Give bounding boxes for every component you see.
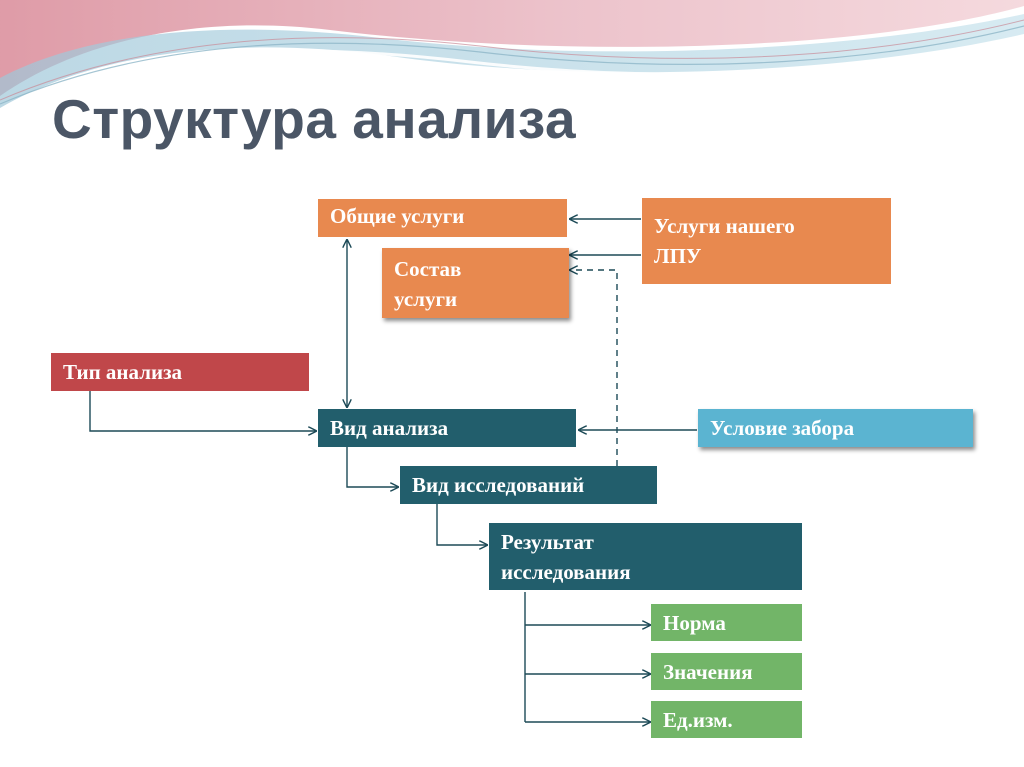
box-vid-issledovaniy-label: Вид исследований <box>412 473 585 497</box>
box-vid-analiza-label: Вид анализа <box>330 416 449 440</box>
connector-vid-analiza-to-vid-issled <box>346 447 398 487</box>
box-vid-issledovaniy: Вид исследований <box>400 466 657 504</box>
box-tip-analiza-label: Тип анализа <box>63 360 183 384</box>
slide-title: Структура анализа <box>52 88 577 150</box>
connector-vid-issled-to-sostav <box>570 270 618 466</box>
box-sostav-uslugi-label: Состав услуги <box>394 257 462 311</box>
box-uslugi-nashego-lpu: Услуги нашего ЛПУ <box>642 198 891 284</box>
box-ed-izm: Ед.изм. <box>651 701 802 738</box>
box-rezultat-issledovaniya: Результат исследования <box>489 523 802 590</box>
box-znacheniya-label: Значения <box>663 659 753 684</box>
box-uslovie-zabora-label: Условие забора <box>710 416 855 440</box>
box-vid-analiza: Вид анализа <box>318 409 576 447</box>
box-sostav-uslugi: Состав услуги <box>382 248 569 318</box>
box-obschie-uslugi-label: Общие услуги <box>330 204 465 228</box>
connector-vid-issled-to-rezultat <box>436 504 487 545</box>
box-rezultat-issledovaniya-label: Результат исследования <box>501 530 631 584</box>
box-uslugi-nashego-lpu-label: Услуги нашего ЛПУ <box>654 214 795 268</box>
box-znacheniya: Значения <box>651 653 802 690</box>
box-norma: Норма <box>651 604 802 641</box>
box-tip-analiza: Тип анализа <box>51 353 309 391</box>
box-ed-izm-label: Ед.изм. <box>663 707 733 732</box>
wave-header-decoration <box>0 0 1024 114</box>
box-uslovie-zabora: Условие забора <box>698 409 973 447</box>
connector-tip-to-vid-analiza <box>89 391 316 431</box>
box-obschie-uslugi: Общие услуги <box>318 199 567 237</box>
box-norma-label: Норма <box>663 610 726 635</box>
